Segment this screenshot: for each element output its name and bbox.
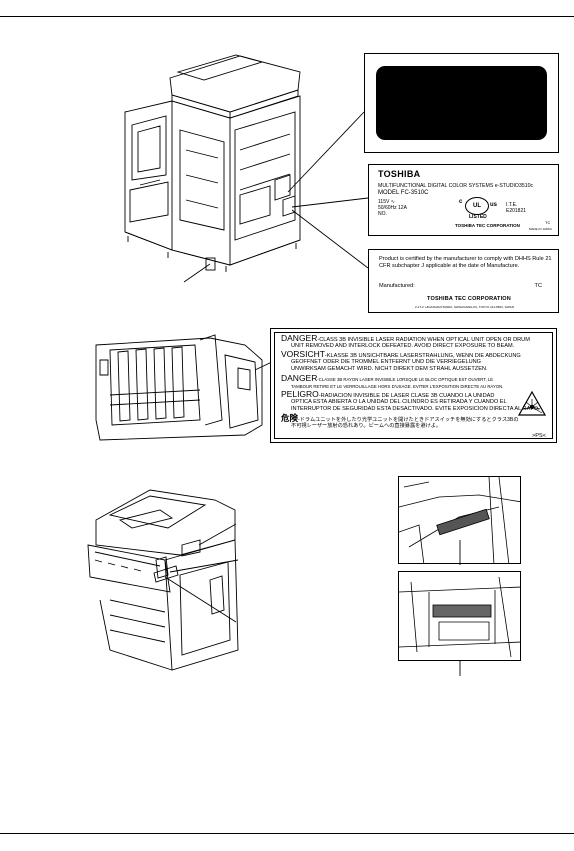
- black-warning-label: [364, 53, 559, 153]
- rating-plate-label: TOSHIBA MULTIFUNCTIONAL DIGITAL COLOR SY…: [368, 164, 559, 236]
- rating-voltage: 115V ∿: [378, 199, 395, 205]
- rating-description: MULTIFUNCTIONAL DIGITAL COLOR SYSTEMS e-…: [378, 183, 534, 189]
- laser-line: 危険-ドラムユニットを外したり光学ユニットを開けたときドアスイッチを無効にすると…: [281, 413, 519, 423]
- laser-line: GEOFFNET ODER DIE TROMMEL ENTFERNT UND D…: [291, 359, 482, 365]
- laser-warning-triangle-icon: [518, 391, 546, 416]
- laser-line: DANGER-CLASS 3B INVISIBLE LASER RADIATIO…: [281, 333, 530, 343]
- laser-line: PELIGRO-RADIACION INVISIBLE DE LASER CLA…: [281, 389, 495, 399]
- cert-corporation: TOSHIBA TEC CORPORATION: [427, 296, 511, 302]
- rating-te: I.T.E.: [506, 202, 518, 208]
- laser-line: 不可視レーザー放射の恐れあり。ビームへの直接暴露を避けよ。: [291, 423, 442, 429]
- cert-text: Product is certified by the manufacturer…: [379, 256, 552, 269]
- rating-brand: TOSHIBA: [378, 169, 421, 179]
- cert-manufactured: Manufactured:: [379, 283, 415, 289]
- copier-rear-illustration: [124, 54, 301, 272]
- ul-c: c: [459, 199, 463, 205]
- leader-lines-front: [164, 523, 239, 623]
- toner-drum-area-illustration: [95, 334, 263, 441]
- black-label-panel: [376, 66, 547, 140]
- ul-mark-icon: UL: [465, 197, 489, 215]
- laser-line: UNIT REMOVED AND INTERLOCK DEFEATED. AVO…: [291, 343, 515, 349]
- detail-photo-upper-art: [399, 477, 520, 563]
- laser-line: TAMBOUR RETIRE ET LE VERROUILLAGE HORS D…: [291, 384, 504, 389]
- laser-line: OPTICA ESTA ABIERTA O LA UNIDAD DEL CILI…: [291, 399, 507, 405]
- rating-corporation: TOSHIBA TEC CORPORATION: [455, 223, 520, 228]
- certification-label: Product is certified by the manufacturer…: [368, 249, 559, 313]
- laser-ps: >PS<: [532, 433, 546, 439]
- laser-line: DANGER-CLASSE 3B RAYON LASER INVISIBLE L…: [281, 373, 494, 383]
- leader-lines-top: [183, 111, 369, 283]
- laser-line: VORSICHT-KLASSE 3B UNSICHTBARE LASERSTRA…: [281, 349, 521, 359]
- rating-number: NO.: [378, 211, 387, 217]
- ul-us: us: [490, 202, 498, 208]
- rating-tc-code: MADE IN JAPAN: [529, 227, 552, 231]
- cert-tc: TC: [534, 283, 542, 289]
- laser-label-inner: DANGER-CLASS 3B INVISIBLE LASER RADIATIO…: [274, 332, 553, 439]
- copier-front-illustration: [87, 489, 239, 671]
- rating-frequency: 50/60Hz 12A: [378, 205, 407, 211]
- detail-photo-lower: [398, 571, 521, 661]
- bottom-rule: [0, 833, 574, 834]
- rating-te-code: E201821: [506, 208, 527, 214]
- detail-photo-upper: [398, 476, 521, 564]
- detail-photo-lower-art: [399, 576, 520, 658]
- rating-tc: TC: [545, 220, 551, 225]
- cert-address: 2-17-2, HIGASHIGOTANDA, SHINAGAWA-KU, TO…: [415, 305, 514, 309]
- laser-warning-label: DANGER-CLASS 3B INVISIBLE LASER RADIATIO…: [270, 328, 557, 443]
- top-rule: [0, 16, 574, 17]
- laser-line: INTERRUPTOR DE SEGURIDAD ESTA DESACTIVAD…: [291, 406, 540, 412]
- rating-model: MODEL FC-3510C: [378, 190, 429, 196]
- laser-line: UNWIRKSAM GEMACHT WIRD. NICHT DIREKT DEM…: [291, 366, 488, 372]
- ul-listed: LISTED: [469, 214, 487, 220]
